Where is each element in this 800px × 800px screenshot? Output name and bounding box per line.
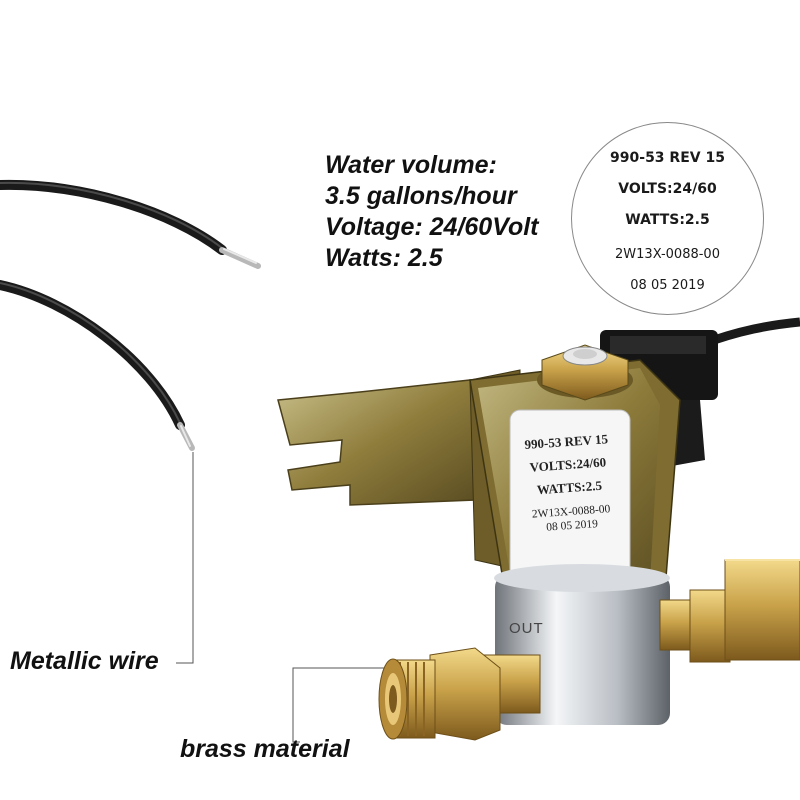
spec-voltage: Voltage: 24/60Volt [325, 213, 539, 241]
lower-wire [0, 280, 195, 451]
spec-list: Water volume: 3.5 gallons/hour Voltage: … [325, 150, 539, 274]
circle-part-number: 2W13X-0088-00 [615, 247, 720, 262]
spec-water-volume-value: 3.5 gallons/hour [325, 182, 517, 210]
wire-callout-line [176, 452, 194, 664]
right-brass-fitting [659, 559, 800, 663]
circle-watts: WATTS:2.5 [625, 212, 710, 228]
brass-callout-line [292, 667, 458, 743]
upper-wire [0, 179, 261, 269]
solenoid-coil [469, 359, 681, 593]
valve-label: 990-53 REV 15 VOLTS:24/60 WATTS:2.5 2W13… [511, 426, 628, 536]
metallic-wire-callout: Metallic wire [10, 647, 159, 675]
left-brass-fitting [378, 647, 541, 741]
spec-water-volume-label: Water volume: [325, 151, 497, 179]
label-magnifier: 990-53 REV 15 VOLTS:24/60 WATTS:2.5 2W13… [571, 122, 764, 315]
circle-volts: VOLTS:24/60 [618, 181, 717, 197]
brass-material-callout: brass material [180, 735, 350, 763]
spec-watts: Watts: 2.5 [325, 244, 443, 272]
top-nut [537, 344, 633, 401]
out-port-marking: OUT [509, 620, 544, 637]
circle-date: 08 05 2019 [630, 278, 705, 293]
circle-model: 990-53 REV 15 [610, 150, 725, 166]
